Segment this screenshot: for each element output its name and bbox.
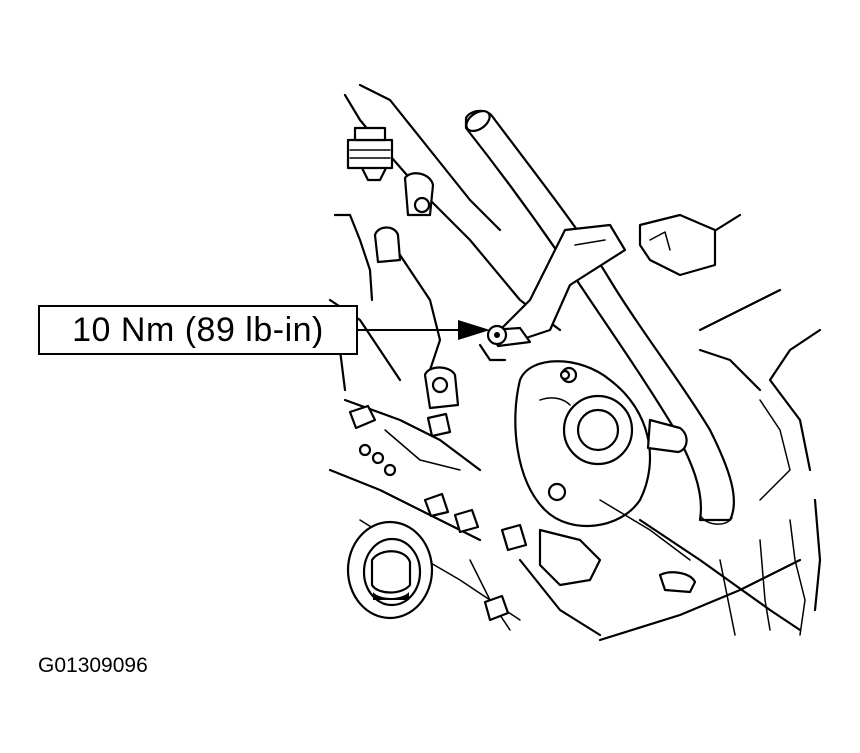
top-bolt (346, 126, 394, 182)
engine-block-outline (343, 83, 822, 642)
lower-housing (538, 499, 697, 594)
water-pump (514, 360, 688, 528)
mounting-bosses (348, 172, 571, 622)
dipstick-tube (464, 109, 735, 525)
figure-id: G01309096 (38, 654, 148, 677)
torque-label: 10 Nm (89 lb-in) (72, 310, 324, 349)
crank-bushing (346, 520, 434, 620)
callout-arrow (358, 320, 490, 340)
tube-clip (638, 213, 717, 277)
bracket-bolt (478, 324, 508, 362)
torque-callout-box: 10 Nm (89 lb-in) (38, 305, 358, 355)
